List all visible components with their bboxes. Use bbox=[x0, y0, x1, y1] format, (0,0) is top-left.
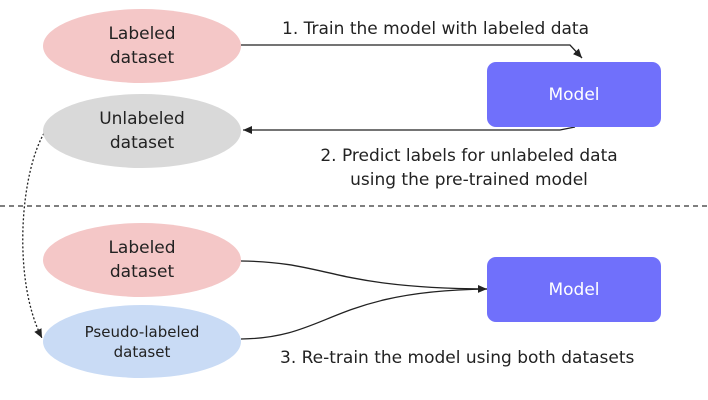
step1-caption: 1. Train the model with labeled data bbox=[282, 19, 589, 39]
model-node-top-label: Model bbox=[548, 84, 600, 105]
model-node-bottom: Model bbox=[487, 257, 661, 322]
pseudo-labeled-label-line1: Pseudo-labeled bbox=[84, 322, 200, 341]
labeled-dataset-node: Labeled dataset bbox=[43, 9, 241, 83]
edge-labeled-to-model-retrain bbox=[240, 260, 488, 293]
labeled-dataset-bottom-label-line1: Labeled bbox=[108, 238, 176, 258]
pseudo-labeled-dataset-node: Pseudo-labeled dataset bbox=[43, 305, 241, 378]
edge-model-to-unlabeled-predict bbox=[243, 126, 576, 134]
step2-caption: 2. Predict labels for unlabeled data usi… bbox=[318, 144, 620, 192]
step3-caption: 3. Re-train the model using both dataset… bbox=[280, 348, 635, 368]
labeled-dataset-label-line2: dataset bbox=[109, 48, 175, 68]
model-node-top: Model bbox=[487, 62, 661, 127]
labeled-dataset-bottom-label-line2: dataset bbox=[109, 262, 175, 282]
edge-unlabeled-to-pseudo-dotted bbox=[22, 129, 47, 339]
step2-caption-line1: 2. Predict labels for unlabeled data bbox=[320, 146, 618, 166]
unlabeled-dataset-node: Unlabeled dataset bbox=[43, 94, 241, 168]
labeled-dataset-node-bottom: Labeled dataset bbox=[43, 223, 241, 297]
model-node-bottom-label: Model bbox=[548, 279, 600, 300]
unlabeled-dataset-label-line2: dataset bbox=[109, 133, 175, 153]
labeled-dataset-label-line1: Labeled bbox=[108, 24, 176, 44]
pseudo-labeled-label-line2: dataset bbox=[113, 342, 171, 361]
unlabeled-dataset-label-line1: Unlabeled bbox=[99, 109, 185, 129]
edge-labeled-to-model-train bbox=[241, 44, 583, 59]
step2-caption-line2: using the pre-trained model bbox=[350, 170, 588, 190]
edge-pseudo-to-model-retrain bbox=[240, 288, 488, 340]
